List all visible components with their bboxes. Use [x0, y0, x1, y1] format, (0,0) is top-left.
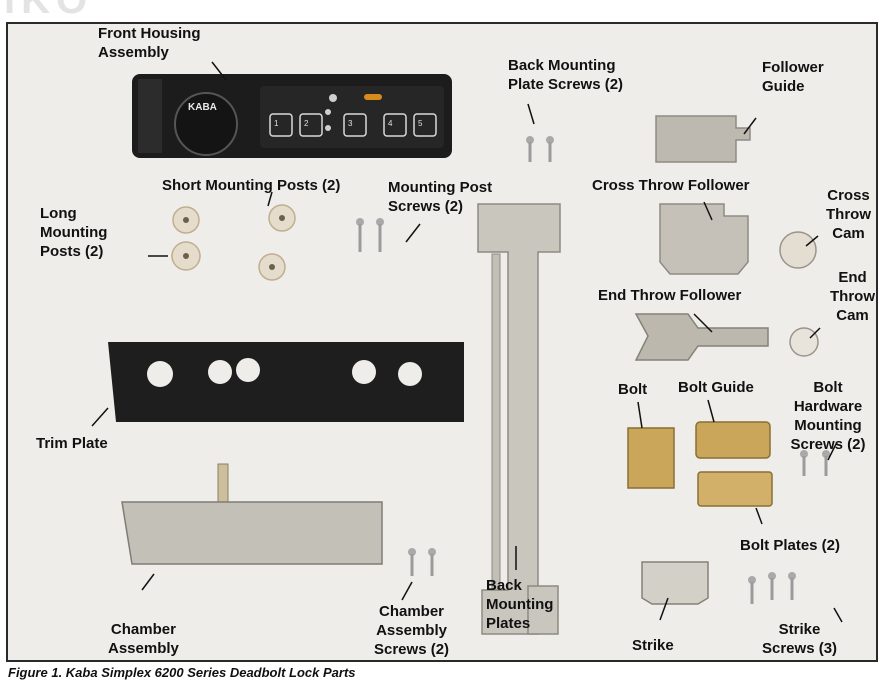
label-cross-throw-cam: Cross Throw Cam — [826, 187, 871, 242]
label-back-mounting-plates: Back Mounting Plates — [486, 577, 554, 632]
back-plate-screws — [526, 136, 554, 162]
strike-part — [641, 561, 709, 605]
label-strike-screws: Strike Screws (3) — [762, 621, 838, 657]
background-watermark: IKO — [4, 0, 94, 22]
mounting-post-screws — [356, 218, 384, 252]
label-bolt-hardware-mounting-screws: Bolt Hardware Mounting Screws (2) — [790, 379, 866, 453]
chamber-assembly-screws — [408, 548, 436, 576]
cross-throw-follower-part — [659, 203, 749, 275]
key-2-label: 2 — [304, 119, 309, 128]
leader-lines — [91, 61, 843, 623]
label-back-mounting-plate-screws: Back Mounting Plate Screws (2) — [508, 57, 624, 93]
strike-screws — [748, 572, 796, 604]
label-bolt-plates: Bolt Plates (2) — [740, 537, 841, 554]
keypad-keys: 1 2 3 4 5 — [269, 113, 437, 137]
front-housing-assembly: KABA 1 2 3 4 5 — [132, 74, 452, 158]
key-1-label: 1 — [274, 119, 279, 128]
back-mounting-plates-part — [477, 203, 561, 635]
end-throw-follower-part — [634, 313, 769, 361]
key-5-label: 5 — [418, 119, 423, 128]
bolt-plates-part — [697, 471, 773, 507]
label-end-throw-follower: End Throw Follower — [598, 287, 742, 304]
label-short-mounting-posts: Short Mounting Posts (2) — [162, 177, 341, 194]
chamber-assembly-part — [121, 463, 383, 565]
key-3-label: 3 — [348, 119, 353, 128]
label-mounting-post-screws: Mounting Post Screws (2) — [388, 179, 493, 215]
label-long-mounting-posts: Long Mounting Posts (2) — [40, 205, 108, 260]
label-strike: Strike — [632, 637, 674, 654]
short-mounting-posts — [258, 204, 296, 281]
label-front-housing-assembly: Front Housing Assembly — [98, 25, 201, 61]
bolt-part — [627, 427, 675, 489]
keypad-brand-text: KABA — [188, 102, 217, 113]
trim-plate-part — [108, 342, 464, 422]
parts-photo: KABA 1 2 3 4 5 — [6, 22, 878, 662]
figure-caption: Figure 1. Kaba Simplex 6200 Series Deadb… — [8, 665, 356, 680]
bolt-hardware-screws — [800, 450, 830, 476]
label-end-throw-cam: End Throw Cam — [830, 269, 875, 324]
end-throw-cam-part — [789, 327, 819, 357]
label-bolt-guide: Bolt Guide — [678, 379, 754, 396]
bolt-guide-part — [695, 421, 771, 459]
key-4-label: 4 — [388, 119, 393, 128]
label-cross-throw-follower: Cross Throw Follower — [592, 177, 750, 194]
label-chamber-assembly: Chamber Assembly — [108, 621, 179, 657]
label-follower-guide: Follower Guide — [762, 59, 824, 95]
cross-throw-cam-part — [779, 231, 817, 269]
label-bolt: Bolt — [618, 381, 648, 398]
long-mounting-posts — [171, 206, 201, 271]
parts-illustration: KABA 1 2 3 4 5 — [91, 61, 843, 635]
label-trim-plate: Trim Plate — [36, 435, 108, 452]
follower-guide-part — [655, 115, 751, 163]
label-chamber-assembly-screws: Chamber Assembly Screws (2) — [374, 603, 450, 658]
